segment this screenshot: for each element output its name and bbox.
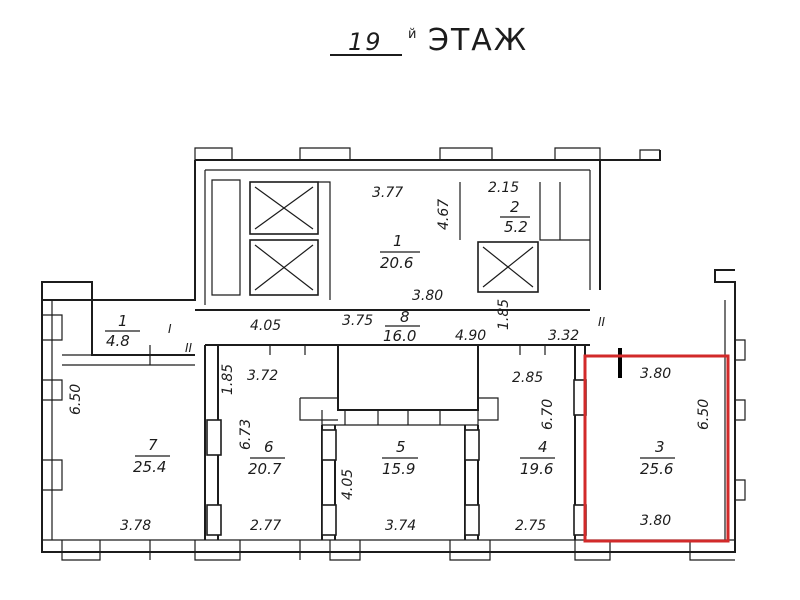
dimension-label: 3.75 — [342, 313, 373, 329]
floor-suffix: й — [408, 27, 416, 42]
room-labels: 1 20.6 2 5.2 1 4.8 8 16.0 7 25.4 6 20.7 — [105, 198, 675, 478]
room-number: 4 — [538, 438, 548, 456]
room-8: 8 16.0 — [383, 308, 420, 345]
room-7: 7 25.4 — [133, 436, 170, 476]
dimension-label: 4.67 — [436, 199, 452, 230]
floor-title: 19 й ЭТАЖ — [330, 23, 528, 58]
dimension-label: 3.72 — [247, 368, 278, 384]
dimension-label: 4.90 — [455, 328, 486, 344]
section-marks: I II II — [168, 315, 622, 378]
dimension-label: 6.50 — [68, 384, 84, 415]
room-3-highlight — [583, 354, 730, 543]
room-5: 5 15.9 — [382, 438, 418, 478]
outer-walls — [41, 147, 746, 561]
room-area: 19.6 — [520, 460, 553, 478]
section-mark: I — [168, 322, 172, 336]
dimension-label: 3.80 — [640, 513, 671, 529]
floor-number: 19 — [348, 28, 383, 56]
room-1-small: 1 4.8 — [105, 312, 140, 350]
dimension-label: 6.50 — [696, 399, 712, 430]
dimension-label: 2.15 — [488, 180, 519, 196]
dimension-label: 3.80 — [640, 366, 671, 382]
room-number: 1 — [393, 232, 403, 250]
dimension-labels: 3.77 2.15 4.67 3.80 4.05 3.75 4.90 1.85 … — [68, 180, 712, 534]
interior-walls — [62, 179, 590, 540]
dimension-label: 3.77 — [372, 185, 403, 201]
room-number: 6 — [264, 438, 274, 456]
room-area: 4.8 — [106, 332, 130, 350]
dimension-label: 3.80 — [412, 288, 443, 304]
room-area: 5.2 — [504, 218, 528, 236]
room-number: 8 — [400, 308, 410, 326]
room-area: 20.7 — [248, 460, 282, 478]
dimension-label: 2.77 — [250, 518, 281, 534]
room-number: 2 — [510, 198, 520, 216]
room-6: 6 20.7 — [248, 438, 285, 478]
dimension-label: 4.05 — [250, 318, 281, 334]
room-number: 5 — [396, 438, 406, 456]
room-1-large: 1 20.6 — [380, 232, 420, 272]
dimension-label: 6.73 — [238, 419, 254, 450]
room-area: 15.9 — [382, 460, 415, 478]
room-number: 7 — [148, 436, 158, 454]
room-number: 3 — [655, 438, 665, 456]
dimension-label: 3.78 — [120, 518, 151, 534]
dimension-label: 6.70 — [540, 399, 556, 430]
room-area: 25.6 — [640, 460, 673, 478]
dimension-label: 2.85 — [512, 370, 543, 386]
dimension-label: 1.85 — [220, 364, 236, 395]
section-mark: II — [598, 315, 606, 329]
dimension-label: 2.75 — [515, 518, 546, 534]
floor-word: ЭТАЖ — [428, 23, 528, 58]
room-4: 4 19.6 — [520, 438, 555, 478]
room-2: 2 5.2 — [500, 198, 530, 236]
dimension-label: 1.85 — [496, 299, 512, 330]
section-mark: II — [185, 341, 193, 355]
dimension-label: 4.05 — [340, 469, 356, 500]
room-3: 3 25.6 — [640, 438, 675, 478]
room-area: 20.6 — [380, 254, 413, 272]
dimension-label: 3.32 — [548, 328, 579, 344]
room-number: 1 — [118, 312, 128, 330]
room-area: 25.4 — [133, 458, 166, 476]
room-area: 16.0 — [383, 327, 416, 345]
dimension-label: 3.74 — [385, 518, 416, 534]
